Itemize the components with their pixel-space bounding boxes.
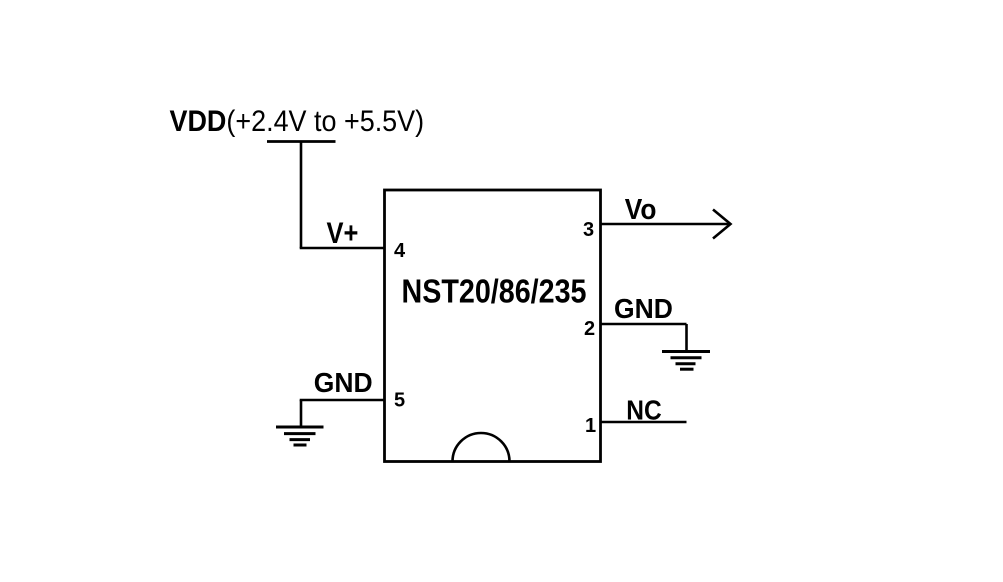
svg-text:V+: V+	[327, 216, 359, 249]
svg-text:GND: GND	[614, 294, 673, 324]
svg-text:3: 3	[583, 219, 594, 241]
svg-text:5: 5	[394, 390, 405, 412]
svg-text:2: 2	[584, 318, 595, 340]
svg-text:NC: NC	[626, 394, 661, 426]
svg-text:1: 1	[585, 415, 596, 437]
svg-text:GND: GND	[314, 368, 373, 398]
svg-text:Vo: Vo	[625, 193, 657, 225]
svg-text:VDD(+2.4V to +5.5V): VDD(+2.4V to +5.5V)	[170, 105, 425, 137]
svg-text:4: 4	[394, 240, 406, 262]
svg-text:NST20/86/235: NST20/86/235	[402, 273, 587, 310]
